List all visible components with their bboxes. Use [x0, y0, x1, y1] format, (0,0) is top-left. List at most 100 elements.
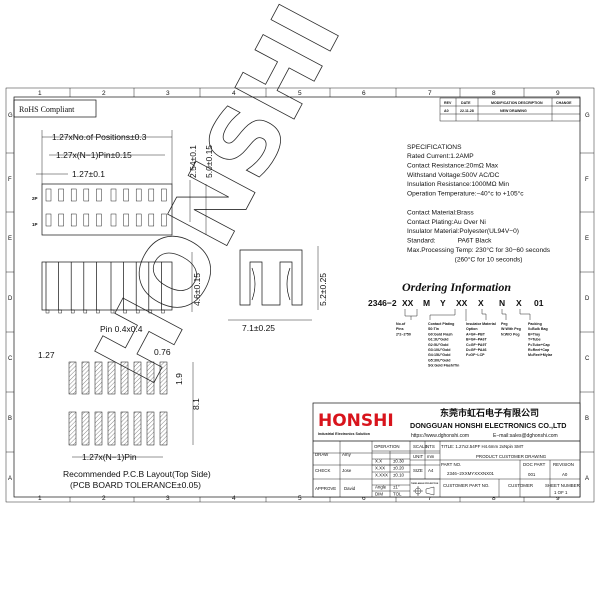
spec-line: Contact Material:Brass	[407, 209, 474, 216]
spec-line: Standard: PA6T Black	[407, 238, 492, 245]
order-note-insulator: Option	[466, 327, 478, 331]
contact-slot	[135, 213, 142, 227]
pcb-tolerance: (PCB BOARD TOLERANCE±0.05)	[70, 480, 201, 490]
specifications: SPECIFICATIONS Rated Current:1.2AMPConta…	[407, 144, 551, 263]
revision-label: REVISION	[553, 462, 574, 467]
row-label: G	[8, 113, 13, 119]
order-note-insulator: B=GF−PA6T	[466, 338, 488, 342]
check-label: CHECK	[315, 468, 330, 473]
drawing-title: TITLE: 1.27x2.54PF H4.6mm 2xNpin SMT	[441, 444, 524, 449]
order-note-packing: 0=Bulk Bag	[528, 327, 548, 331]
pcb-caption: Recommended P.C.B Layout(Top Side)	[63, 469, 211, 479]
column-label: 8	[492, 495, 496, 502]
draw-label: DRAW	[315, 452, 329, 457]
pcb-pad	[81, 361, 90, 395]
order-note-packing: Packing	[528, 322, 542, 326]
contact-slot	[96, 188, 102, 202]
row-label: B	[8, 416, 12, 422]
contact-slot	[70, 188, 77, 202]
row-label: D	[8, 296, 13, 302]
column-label: 2	[102, 495, 106, 502]
tolerance-class: DIM	[375, 492, 383, 497]
section-width-dim: 7.1±0.25	[242, 323, 275, 333]
contact-slot	[96, 213, 102, 227]
tolerance-value: ±1°	[393, 485, 400, 490]
column-label: 2	[102, 90, 106, 97]
pcb-pad	[94, 411, 103, 446]
pin	[45, 309, 50, 314]
row-1p-label: 1P	[32, 222, 38, 227]
contact-slot	[58, 213, 64, 227]
spec-line: Max.Processing Temp: 230°C for 30−60 sec…	[407, 246, 551, 254]
contact-slot	[123, 188, 129, 202]
overall-length-dim: 1.27xNo.of Positions±0.3	[52, 132, 147, 142]
contact-slot	[83, 188, 90, 202]
order-note-peg: Peg	[501, 322, 508, 326]
rohs-label: RoHS Compliant	[19, 105, 75, 114]
order-note-pins: 2*2~2*50	[396, 332, 411, 336]
size-label: SIZE	[413, 468, 423, 473]
column-label: 5	[298, 90, 302, 97]
row-label: B	[585, 416, 589, 422]
pitch-span-dim: 1.27x(N−1)Pin±0.15	[56, 150, 132, 160]
spec-line: Operation Temperature:−40°c to +105°c	[407, 190, 524, 198]
unit-value: mm	[427, 454, 435, 459]
part-no-label: PART NO.	[441, 462, 461, 467]
third-angle-projection-icon	[413, 486, 435, 496]
row-pitch-dim: 2.54±0.1	[188, 145, 198, 178]
pad-width-dim: 0.76	[154, 347, 171, 357]
contact-slot	[123, 213, 129, 227]
column-label: 5	[298, 495, 302, 502]
approve-value: David	[344, 486, 356, 491]
doc-part-label: DOC PART	[523, 462, 546, 467]
spec-line: Contact Resistance:20mΩ Max	[407, 162, 499, 169]
contact-slot	[58, 188, 64, 202]
spec-line: Contact Plating:Au Over Ni	[407, 219, 486, 226]
company-email: E−mail:sales@dghonshi.com	[493, 433, 558, 439]
draw-value: Amy	[342, 452, 352, 457]
unit-label: UNIT	[413, 454, 424, 459]
tolerance-class: Angle	[375, 485, 387, 490]
order-code-segment: 2346−2	[368, 298, 397, 308]
order-note-plating: S0:Tin	[428, 327, 439, 331]
change-header: CHANGE	[556, 101, 572, 105]
tolerance-value: ±0.30	[393, 459, 405, 464]
doc-part-value: 001	[528, 472, 536, 477]
contact-slot	[83, 213, 90, 227]
revision-value: A0	[562, 472, 568, 477]
rev-cell: A0	[444, 109, 449, 113]
column-label: 3	[166, 90, 170, 97]
pin	[110, 309, 115, 314]
order-note-pins: No.of	[396, 322, 406, 326]
row-label: E	[8, 236, 12, 242]
tolerance-value: ±0.10	[393, 473, 405, 478]
order-note-packing: P=Tube+Cap	[528, 343, 551, 347]
customer-part-label: CUSTOMER PART NO.	[443, 483, 490, 488]
pcb-pad	[120, 411, 129, 446]
contact-slot	[148, 188, 155, 202]
row-label: E	[585, 236, 589, 242]
tolerance-class: X.XXX	[375, 473, 388, 478]
order-note-plating: G0:Gold Flash	[428, 332, 453, 336]
contact-slot	[135, 188, 142, 202]
order-code-segment: X	[516, 298, 522, 308]
order-code-segment: N	[499, 298, 505, 308]
row-label: F	[585, 177, 589, 183]
row-label: A	[8, 476, 12, 482]
date-header: DATE	[461, 101, 471, 105]
operation-label: OPERATION	[374, 444, 400, 449]
pin	[58, 309, 62, 314]
order-note-plating: SG:Gold Flash/Tin	[428, 364, 459, 368]
order-code-segment: X	[478, 298, 484, 308]
order-note-packing: M=Reel+Mylar	[528, 353, 553, 357]
check-value: Jose	[342, 468, 352, 473]
spec-line: Rated Current:1.2AMP	[407, 153, 474, 160]
pcb-layout: 1.27 0.76 1.9 8.1 1.27x(N−1)Pin Recommen…	[38, 347, 211, 490]
pcb-pad	[133, 361, 142, 395]
company-name-en: DONGGUAN HONSHI ELECTRONICS CO.,LTD	[410, 421, 566, 430]
column-label: 3	[166, 495, 170, 502]
watermark: HONSHI	[75, 0, 362, 400]
pcb-pad	[68, 361, 77, 395]
ordering-title: Ordering Information	[402, 280, 511, 294]
